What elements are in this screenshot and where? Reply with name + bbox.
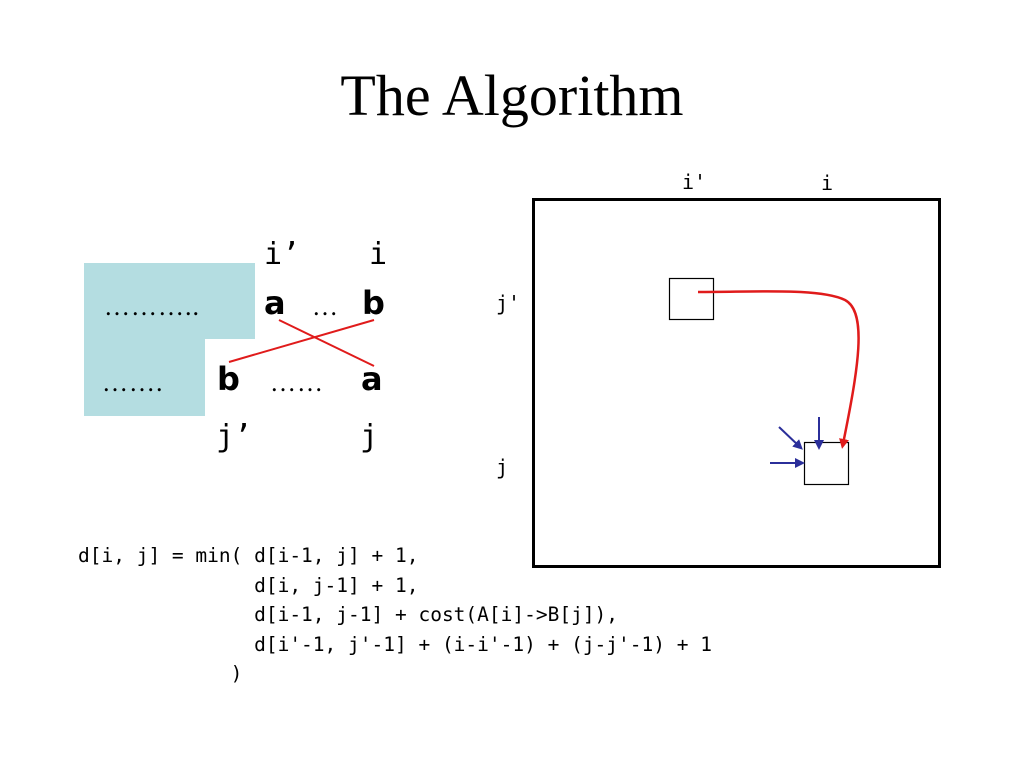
label-j: j bbox=[360, 419, 379, 454]
label-i-prime: i’ bbox=[264, 237, 301, 272]
cell-i-j bbox=[803, 441, 850, 486]
match-line-b bbox=[228, 319, 375, 363]
row2-dots: ……. bbox=[102, 368, 164, 397]
matrix-col-label-i: i bbox=[821, 171, 834, 195]
label-j-prime: j’ bbox=[216, 419, 253, 454]
formula-line: d[i-1, j-1] + cost(A[i]->B[j]), bbox=[78, 603, 619, 626]
dp-matrix-border bbox=[532, 198, 941, 568]
row2-char-a: a bbox=[361, 360, 383, 398]
row2-char-b: b bbox=[217, 360, 240, 398]
row1-mid-dots: … bbox=[312, 292, 339, 321]
matrix-row-label-j: j bbox=[496, 455, 509, 479]
formula-line: d[i, j-1] + 1, bbox=[78, 573, 419, 597]
matrix-col-label-i-prime: i' bbox=[682, 170, 707, 194]
cell-i-prime-j-prime bbox=[668, 277, 715, 321]
diagonal-arrow bbox=[778, 426, 803, 450]
transposition-arrow bbox=[697, 290, 860, 449]
formula-line: d[i'-1, j'-1] + (i-i'-1) + (j-j'-1) + 1 bbox=[78, 632, 712, 656]
row1-char-b: b bbox=[362, 284, 385, 322]
formula-line: d[i, j] = min( d[i-1, j] + 1, bbox=[78, 544, 419, 567]
recurrence-formula: d[i, j] = min( d[i-1, j] + 1, d[i, j-1] … bbox=[78, 541, 712, 689]
row2-mid-dots: …… bbox=[270, 368, 324, 397]
match-line-a bbox=[278, 319, 375, 367]
slide-title: The Algorithm bbox=[340, 63, 684, 128]
string-b-prefix-highlight bbox=[84, 339, 205, 416]
row1-char-a: a bbox=[264, 284, 286, 322]
label-i: i bbox=[369, 237, 388, 272]
formula-line: ) bbox=[78, 662, 243, 685]
string-a-prefix-highlight bbox=[84, 263, 255, 339]
matrix-row-label-j-prime: j' bbox=[496, 291, 521, 315]
row1-dots: ……….. bbox=[104, 292, 200, 321]
